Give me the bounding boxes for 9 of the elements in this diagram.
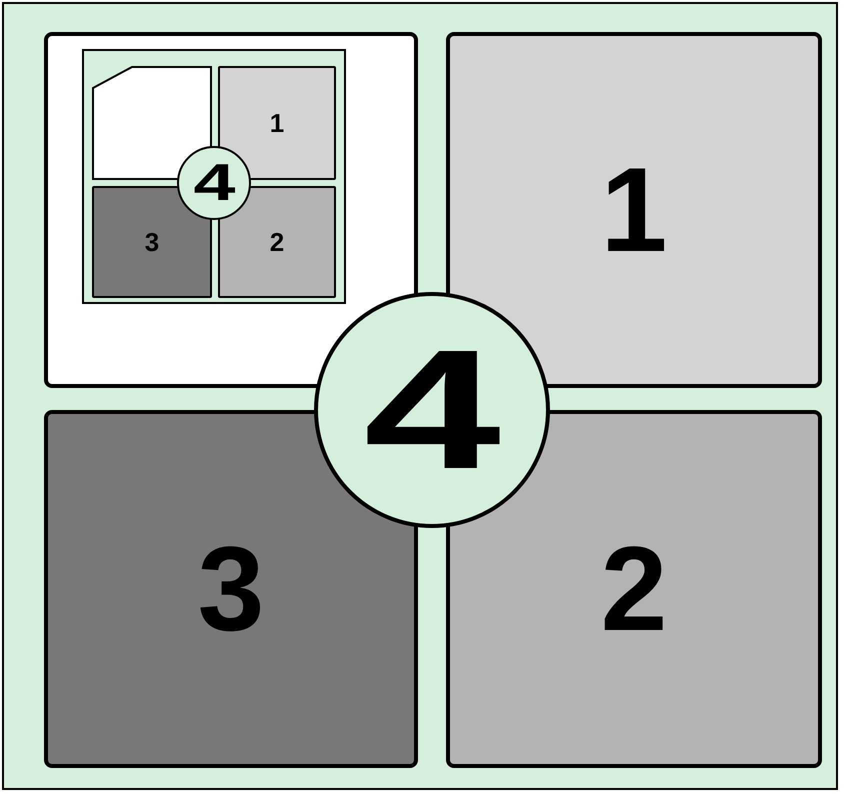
inset-frame: [82, 49, 346, 304]
panel-number: 3: [144, 229, 160, 255]
panel-number: 2: [600, 529, 668, 649]
center-number: 4: [363, 325, 501, 495]
center-number: 4: [193, 157, 235, 209]
panel-number: 1: [600, 150, 668, 270]
panel-number: 3: [198, 529, 264, 649]
panel-number: 2: [270, 229, 284, 255]
panel-number: 1: [270, 110, 284, 136]
